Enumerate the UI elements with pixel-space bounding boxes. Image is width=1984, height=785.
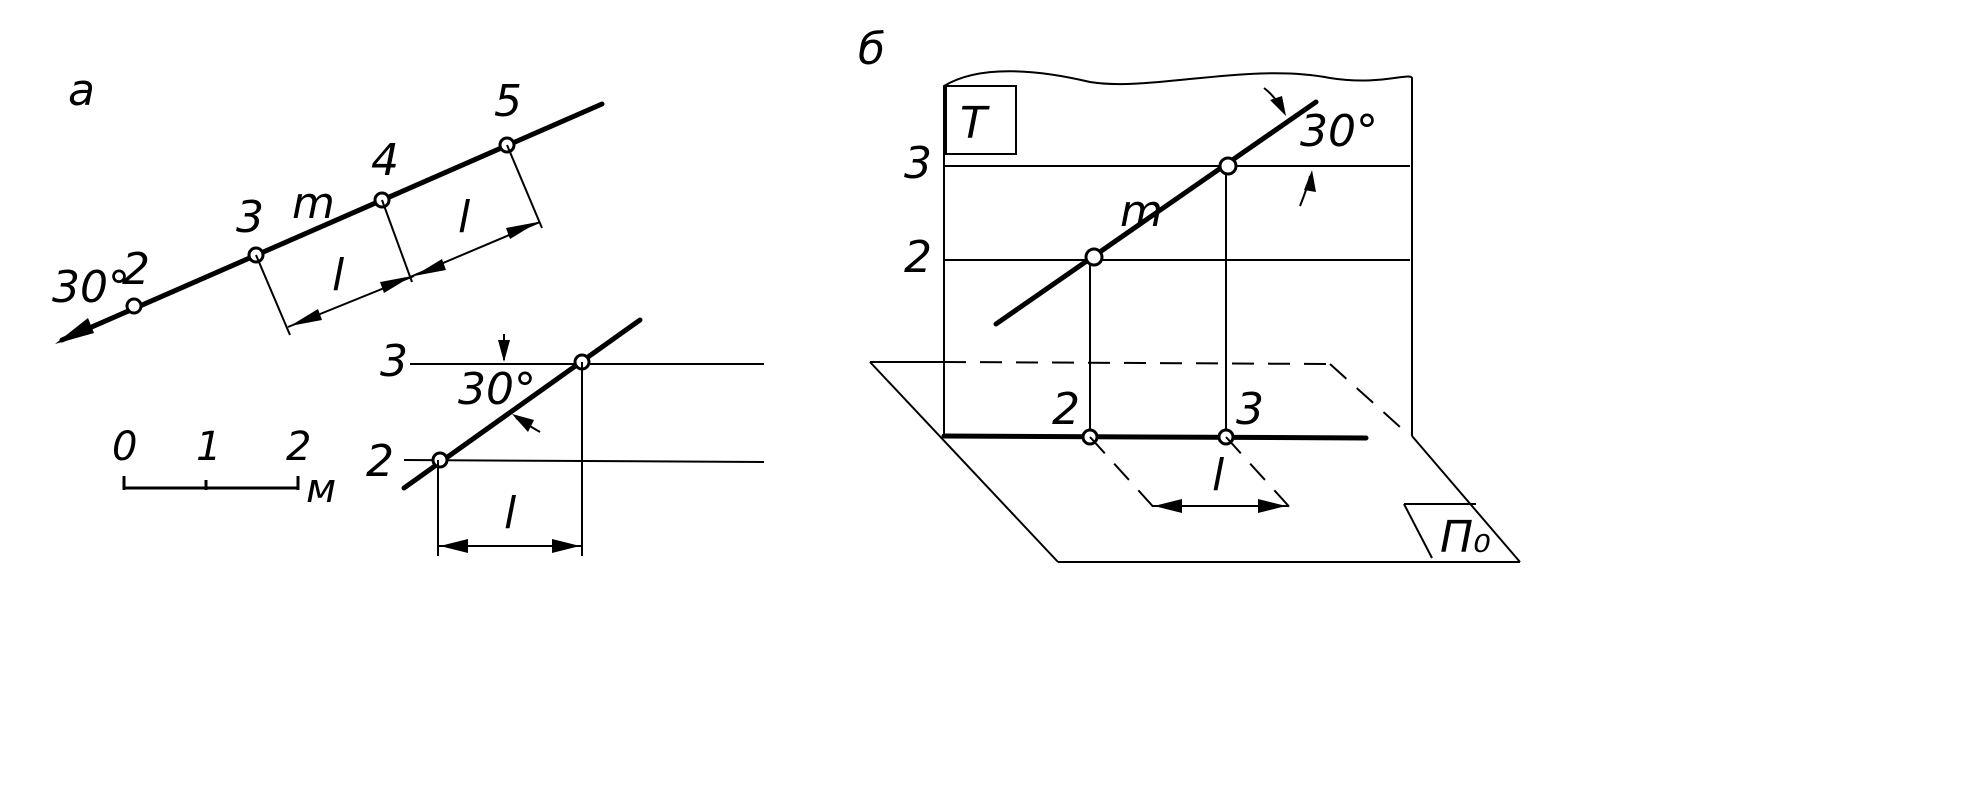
- panel-b-line-m: [993, 99, 1319, 327]
- panel-a-line-label: m: [292, 178, 335, 229]
- panel-b-angle-label: 30°: [1300, 106, 1378, 157]
- panel-b: б T 3 2 П₀ m: [858, 24, 1521, 563]
- panel-a-point-label-2: 2: [122, 244, 150, 295]
- detail-level-3: 3: [380, 336, 408, 387]
- panel-a-point-label-4: 4: [371, 135, 399, 186]
- panel-a-interval-label-1: l: [332, 250, 345, 301]
- dim-arrow-icon: [552, 539, 580, 553]
- detail-interval-label: l: [504, 488, 517, 539]
- panel-b-projection-line: [941, 433, 1369, 441]
- dim-arrow-icon: [506, 222, 538, 239]
- angle-arrow-icon: [498, 340, 510, 362]
- dim-arrow-icon: [1154, 499, 1182, 513]
- plane-p0-label: П₀: [1440, 512, 1491, 563]
- panel-a-point-2: [125, 297, 143, 315]
- plane-t-label: T: [960, 98, 990, 149]
- panel-b-level-2: 2: [904, 232, 932, 283]
- dim-arrow-icon: [440, 539, 468, 553]
- panel-a-point-label-5: 5: [494, 76, 522, 127]
- panel-a-point-label-3: 3: [236, 192, 264, 243]
- vertical-plane-t: [943, 70, 1413, 436]
- detail-point-2: [431, 451, 449, 469]
- dim-arrow-icon: [380, 276, 412, 293]
- plane-t-label-box: [945, 85, 1017, 155]
- panel-b-proj-label-3: 3: [1236, 384, 1264, 435]
- panel-b-line-label: m: [1120, 186, 1163, 237]
- panel-b-label: б: [858, 24, 885, 75]
- panel-b-level-3: 3: [904, 138, 932, 189]
- panel-b-point-2: [1084, 247, 1104, 267]
- arrowhead-icon: [55, 318, 94, 344]
- scale-tick-0: 0: [112, 424, 137, 470]
- scale-unit: м: [306, 466, 336, 512]
- panel-a-angle-label: 30°: [52, 262, 130, 313]
- panel-b-interval-label: l: [1212, 450, 1225, 501]
- angle-arrow-icon: [1270, 96, 1286, 116]
- angle-arrow-icon: [1304, 170, 1316, 192]
- horizontal-plane-p0: [869, 361, 1521, 563]
- panel-b-point-3: [1218, 156, 1238, 176]
- scale-tick-1: 1: [196, 424, 221, 470]
- dim-arrow-icon: [1258, 499, 1286, 513]
- panel-a-label: а: [68, 65, 95, 116]
- dim-arrow-icon: [290, 309, 322, 326]
- dim-arrow-icon: [414, 259, 446, 276]
- panel-b-proj-label-2: 2: [1052, 384, 1080, 435]
- panel-a-detail: [401, 317, 765, 556]
- scale-bar: [122, 476, 300, 490]
- panel-a: а m 30° 2 3 4 5 l l: [52, 65, 765, 556]
- angle-arrow-icon: [512, 414, 534, 432]
- panel-a-interval-label-2: l: [458, 192, 471, 243]
- scale-tick-2: 2: [286, 424, 311, 470]
- detail-level-2: 2: [366, 436, 394, 487]
- detail-angle-label: 30°: [458, 364, 536, 415]
